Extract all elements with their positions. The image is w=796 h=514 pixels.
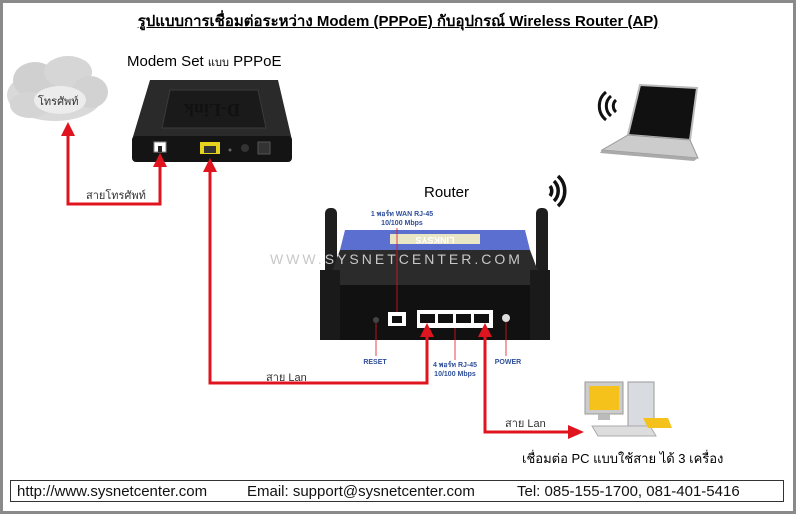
arrow-to-router-port4: [478, 323, 492, 337]
lan-port-label-line1: 4 พอร์ท RJ-45: [432, 362, 478, 369]
footer-email[interactable]: Email: support@sysnetcenter.com: [247, 483, 475, 500]
lan-cable-modem-label: สาย Lan: [266, 372, 307, 384]
footer-website[interactable]: http://www.sysnetcenter.com: [17, 483, 208, 500]
modem-brand: D-Link: [184, 100, 240, 120]
cables: [66, 133, 570, 434]
modem-label: Modem Set แบบ PPPoE: [127, 53, 281, 71]
watermark: WWW.SYSNETCENTER.COM: [270, 251, 523, 267]
phone-cable-label: สายโทรศัพท์: [86, 190, 146, 202]
wifi-signal-icon-laptop: [597, 90, 618, 122]
wan-port-label-line1: 1 พอร์ท WAN RJ-45: [370, 211, 434, 218]
modem-label-suffix: แบบ: [207, 57, 229, 69]
arrow-to-modem-lan: [203, 158, 217, 172]
pc-caption: เชื่อมต่อ PC แบบใช้สาย ได้ 3 เครื่อง: [522, 451, 724, 466]
power-label: POWER: [494, 359, 522, 366]
modem-label-main: Modem Set: [127, 53, 204, 70]
wan-port-label-line2: 10/100 Mbps: [381, 220, 423, 227]
wan-port-label: 1 พอร์ท WAN RJ-45 10/100 Mbps: [362, 210, 442, 228]
modem-icon: D-Link: [132, 80, 292, 162]
reset-label: RESET: [363, 359, 387, 366]
footer-contact-bar: http://www.sysnetcenter.com Email: suppo…: [10, 480, 784, 502]
footer-tel: Tel: 085-155-1700, 081-401-5416: [517, 483, 740, 500]
lan-cable-modem: [208, 168, 429, 385]
router-icon: LINKSYS: [320, 208, 550, 360]
arrow-to-pc: [568, 425, 584, 439]
wifi-signal-icon-router: [548, 174, 567, 208]
router-brand: LINKSYS: [415, 235, 454, 245]
arrow-to-router-lan: [420, 323, 434, 337]
lan-port-label-line2: 10/100 Mbps: [434, 371, 476, 378]
lan-cable-pc-label: สาย Lan: [505, 418, 546, 430]
lan-port-label: 4 พอร์ท RJ-45 10/100 Mbps: [418, 361, 492, 379]
diagram-title: รูปแบบการเชื่อมต่อระหว่าง Modem (PPPoE) …: [137, 13, 659, 30]
router-label: Router: [424, 184, 470, 201]
arrow-to-modem-phone: [153, 153, 167, 167]
modem-label-type: PPPoE: [233, 53, 282, 70]
cloud-label: โทรศัพท์: [38, 96, 79, 108]
cloud-icon: [7, 56, 108, 121]
phone-cable: [66, 133, 162, 206]
arrow-to-cloud: [61, 122, 75, 136]
pc-icon: [584, 381, 672, 437]
arrowheads: [61, 122, 584, 439]
laptop-icon: [600, 83, 699, 161]
lan-cable-pc: [483, 333, 570, 434]
